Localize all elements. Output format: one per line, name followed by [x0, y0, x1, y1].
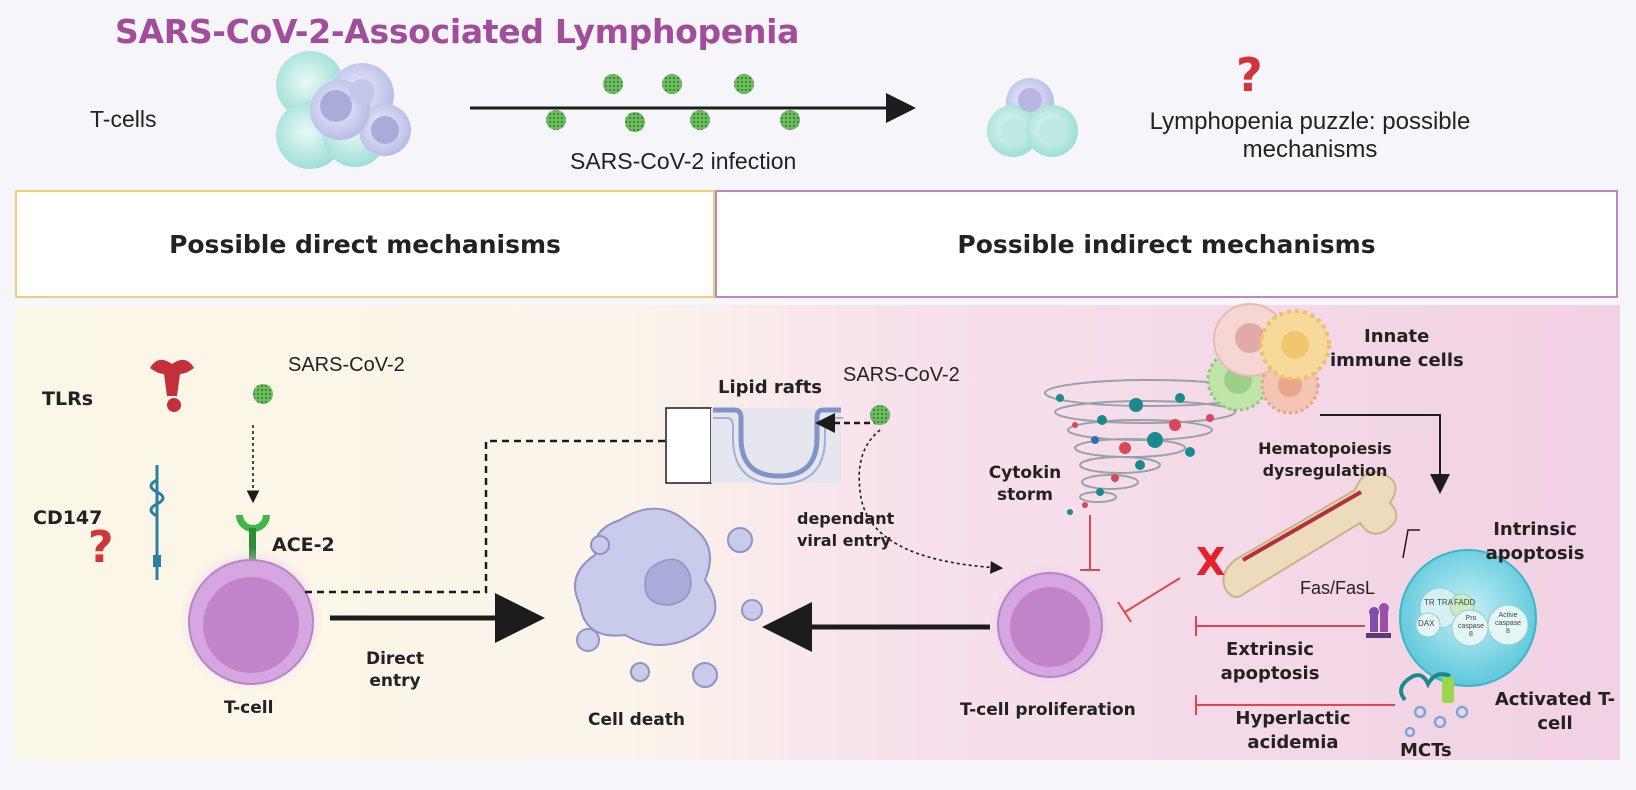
cell-daxx-label: DAX: [1418, 619, 1435, 628]
direct-entry-label: Direct entry: [355, 648, 435, 692]
fas-receptor-icon: [1366, 603, 1391, 638]
hyperlactic-acidemia-label: Hyperlactic acidemia: [1228, 707, 1358, 755]
infection-label: SARS-CoV-2 infection: [570, 148, 797, 174]
dependant-entry-label: dependant viral entry: [797, 508, 894, 552]
cytokin-line2: storm: [996, 485, 1054, 505]
activated-tcell-label: Activated T- cell: [1485, 688, 1625, 736]
direct-entry-line2: entry: [369, 671, 421, 691]
puzzle-line1: Lymphopenia puzzle: possible: [1149, 108, 1471, 135]
mcts-label: MCTs: [1400, 740, 1452, 761]
virus-particles-top: [546, 74, 800, 132]
tcell-icon: [179, 548, 323, 692]
active-caspase-line1: Active: [1498, 612, 1518, 619]
puzzle-question-mark: ?: [1236, 48, 1263, 102]
dependant-entry-line2: viral entry: [797, 531, 891, 550]
hema-line2: dysregulation: [1262, 461, 1388, 480]
active-caspase-line3: 8: [1506, 628, 1510, 635]
innate-cells-label: Innate immune cells: [1330, 325, 1464, 373]
extrinsic-line2: apoptosis: [1220, 663, 1320, 684]
extrinsic-line1: Extrinsic: [1226, 639, 1314, 660]
tlrs-label: TLRs: [42, 388, 94, 410]
cd147-question-mark: ?: [88, 522, 114, 573]
procaspase-label: Pro caspase 8: [1456, 615, 1486, 639]
diagram-title: SARS-CoV-2-Associated Lymphopenia: [115, 12, 800, 51]
innate-line1: Innate: [1364, 326, 1430, 347]
direct-mechanisms-header: Possible direct mechanisms: [15, 190, 715, 298]
direct-mechanisms-title: Possible direct mechanisms: [169, 229, 561, 259]
procaspase-line3: 8: [1469, 631, 1473, 638]
intrinsic-line1: Intrinsic: [1493, 519, 1577, 540]
intrinsic-pointer: [1402, 529, 1420, 559]
cell-tr-label: TR: [1424, 598, 1435, 607]
x-mark: X: [1196, 540, 1226, 584]
reduced-tcell-cluster-icon: [987, 78, 1078, 157]
tlr-receptor-icon: [150, 359, 194, 412]
intrinsic-apoptosis-label: Intrinsic apoptosis: [1470, 518, 1600, 566]
tcell-cluster-icon: [276, 51, 411, 169]
tcells-label: T-cells: [90, 106, 157, 132]
virus-particle-direct: [253, 384, 273, 404]
active-caspase-label: Active caspase 8: [1493, 612, 1523, 636]
innate-to-activated-arrow: [1320, 414, 1450, 494]
virus-label-direct: SARS-CoV-2: [288, 354, 405, 376]
hyper-line2: acidemia: [1247, 732, 1339, 753]
innate-line2: immune cells: [1330, 350, 1464, 371]
cell-tra-label: TRA: [1437, 598, 1453, 607]
tcell-label: T-cell: [224, 698, 274, 718]
extrinsic-apoptosis-label: Extrinsic apoptosis: [1210, 638, 1330, 686]
hematopoiesis-label: Hematopoiesis dysregulation: [1250, 438, 1400, 482]
activated-tcell-icon: [1399, 549, 1537, 687]
tcell-proliferation-label: T-cell proliferation: [960, 700, 1136, 720]
hema-inhibit-line: [1124, 577, 1181, 613]
activated-line2: cell: [1537, 713, 1573, 734]
ace2-label: ACE-2: [272, 534, 335, 556]
cell-fadd-label: FADD: [1454, 598, 1476, 607]
tcell-to-rafts-dashed-path: [305, 439, 666, 594]
cytokine-storm-label: Cytokin storm: [985, 462, 1065, 506]
proliferating-tcell-icon: [988, 563, 1112, 687]
cytokin-line1: Cytokin: [988, 463, 1062, 483]
cytokine-particles: [1056, 393, 1214, 515]
fas-fasl-label: Fas/FasL: [1300, 578, 1376, 598]
procaspase-line2: caspase: [1457, 623, 1485, 630]
dependant-entry-arrow: [858, 429, 1004, 574]
puzzle-line2: mechanisms: [1242, 136, 1378, 163]
intrinsic-line2: apoptosis: [1485, 543, 1585, 564]
hyper-line1: Hyperlactic: [1235, 708, 1351, 729]
procaspase-line1: Pro: [1465, 615, 1477, 622]
direct-entry-line1: Direct: [365, 649, 425, 669]
lipid-rafts-icon: [665, 407, 843, 486]
indirect-mechanisms-header: Possible indirect mechanisms: [715, 190, 1618, 298]
puzzle-label: Lymphopenia puzzle: possible mechanisms: [1130, 108, 1490, 164]
cell-death-icon: [574, 507, 763, 688]
hema-line1: Hematopoiesis: [1258, 439, 1392, 458]
cd147-label: CD147: [33, 507, 103, 529]
virus-label-rafts: SARS-CoV-2: [843, 364, 960, 386]
virus-particle-rafts: [870, 405, 890, 425]
activated-line1: Activated T-: [1494, 689, 1616, 710]
active-caspase-line2: caspase: [1494, 620, 1522, 627]
lipid-rafts-label: Lipid rafts: [718, 377, 823, 398]
dependant-entry-line1: dependant: [797, 509, 895, 528]
indirect-mechanisms-title: Possible indirect mechanisms: [957, 229, 1376, 259]
cd147-receptor-icon: [149, 465, 165, 580]
cell-death-label: Cell death: [588, 710, 685, 730]
bone-icon: [1222, 471, 1398, 598]
mct-transporter-icon: [1399, 672, 1469, 738]
innate-immune-cells-icon: [1206, 303, 1331, 415]
